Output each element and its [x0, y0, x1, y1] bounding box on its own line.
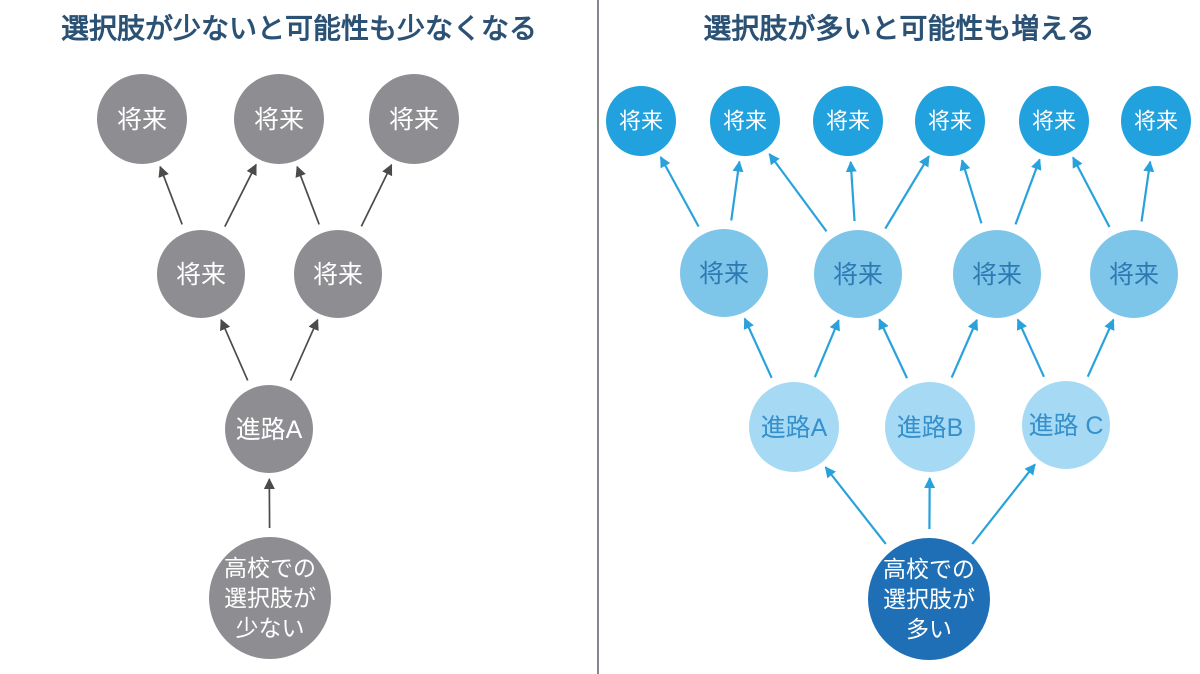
node-circle-rt4: [915, 86, 985, 156]
node-label-rA: 進路A: [761, 414, 828, 442]
left-panel-tree: 将来将来将来将来将来進路A高校での選択肢が少ない: [97, 74, 459, 659]
node-circle-lf2: [294, 230, 382, 318]
edge-arrow-lpA-to-lf1: [220, 318, 249, 381]
node-label-rt6: 将来: [1134, 109, 1178, 134]
node-label-lf1: 将来: [176, 261, 226, 289]
edge-arrow-rbase-to-rC: [971, 463, 1036, 545]
node-label-rc3: 将来: [972, 261, 1022, 289]
node-circle-lbase: [209, 537, 331, 659]
panel-divider: [597, 0, 599, 674]
node-circle-rC: [1022, 381, 1110, 469]
edge-arrow-rc3-to-rt4: [959, 159, 983, 224]
edge-arrow-rc4-to-rt5: [1072, 156, 1111, 228]
node-circle-rc1: [680, 229, 768, 317]
edge-arrow-rC-to-rc4: [1086, 318, 1115, 378]
node-circle-lf1: [157, 230, 245, 318]
edge-arrow-rc2-to-rt3: [845, 160, 857, 222]
node-label-rC: 進路 C: [1028, 412, 1103, 440]
node-label-rB: 進路B: [897, 414, 964, 442]
edge-arrow-rc1-to-rt1: [659, 156, 700, 228]
node-label-rbase: 高校での選択肢が多い: [883, 556, 975, 642]
node-circle-rA: [749, 382, 839, 472]
right-panel-title: 選択肢が多いと可能性も増える: [703, 13, 1095, 44]
node-circle-rB: [885, 382, 975, 472]
node-circle-rc3: [953, 230, 1041, 318]
edge-arrow-rc3-to-rt5: [1014, 158, 1042, 225]
edge-arrow-lf1-to-lt2: [224, 163, 257, 228]
edge-arrow-lf1-to-lt1: [158, 165, 183, 225]
edge-arrow-rc4-to-rt6: [1140, 160, 1155, 222]
node-label-lpA: 進路A: [236, 416, 303, 444]
edge-arrow-rB-to-rc2: [878, 318, 909, 379]
edge-arrow-rc2-to-rt4: [884, 155, 930, 230]
node-circle-rt2: [710, 86, 780, 156]
node-circle-rbase: [868, 538, 990, 660]
node-label-rc1: 将来: [699, 260, 749, 288]
edge-arrow-rA-to-rc2: [813, 319, 840, 378]
node-label-rt1: 将来: [619, 109, 663, 134]
node-label-rt2: 将来: [723, 109, 767, 134]
edge-arrow-lpA-to-lf2: [289, 318, 319, 381]
node-circle-rc2: [814, 230, 902, 318]
edge-arrow-rB-to-rc3: [950, 318, 978, 378]
edge-arrow-rC-to-rc3: [1016, 318, 1045, 378]
node-label-rc4: 将来: [1109, 261, 1159, 289]
node-label-lf2: 将来: [313, 261, 363, 289]
node-circle-lt3: [369, 74, 459, 164]
node-circle-rt6: [1121, 86, 1191, 156]
node-label-rt4: 将来: [928, 109, 972, 134]
edge-arrow-rA-to-rc1: [743, 317, 773, 379]
node-label-lt3: 将来: [389, 106, 439, 134]
edge-arrow-lf2-to-lt3: [360, 163, 393, 227]
edge-arrow-lf2-to-lt2: [295, 165, 320, 225]
left-panel-title: 選択肢が少ないと可能性も少なくなる: [60, 13, 537, 44]
node-circle-rc4: [1090, 230, 1178, 318]
node-label-lbase: 高校での選択肢が少ない: [224, 555, 316, 641]
node-label-lt2: 将来: [254, 106, 304, 134]
edge-arrow-rbase-to-rA: [824, 466, 887, 545]
edge-arrow-rc2-to-rt2: [768, 153, 828, 233]
edge-arrow-rc1-to-rt2: [730, 160, 744, 221]
node-circle-lpA: [225, 385, 313, 473]
node-circle-lt1: [97, 74, 187, 164]
node-circle-rt5: [1019, 86, 1089, 156]
node-circle-rt1: [606, 86, 676, 156]
node-label-rt5: 将来: [1032, 109, 1076, 134]
node-label-lt1: 将来: [117, 106, 167, 134]
node-label-rc2: 将来: [833, 261, 883, 289]
node-label-rt3: 将来: [826, 109, 870, 134]
node-circle-lt2: [234, 74, 324, 164]
node-circle-rt3: [813, 86, 883, 156]
